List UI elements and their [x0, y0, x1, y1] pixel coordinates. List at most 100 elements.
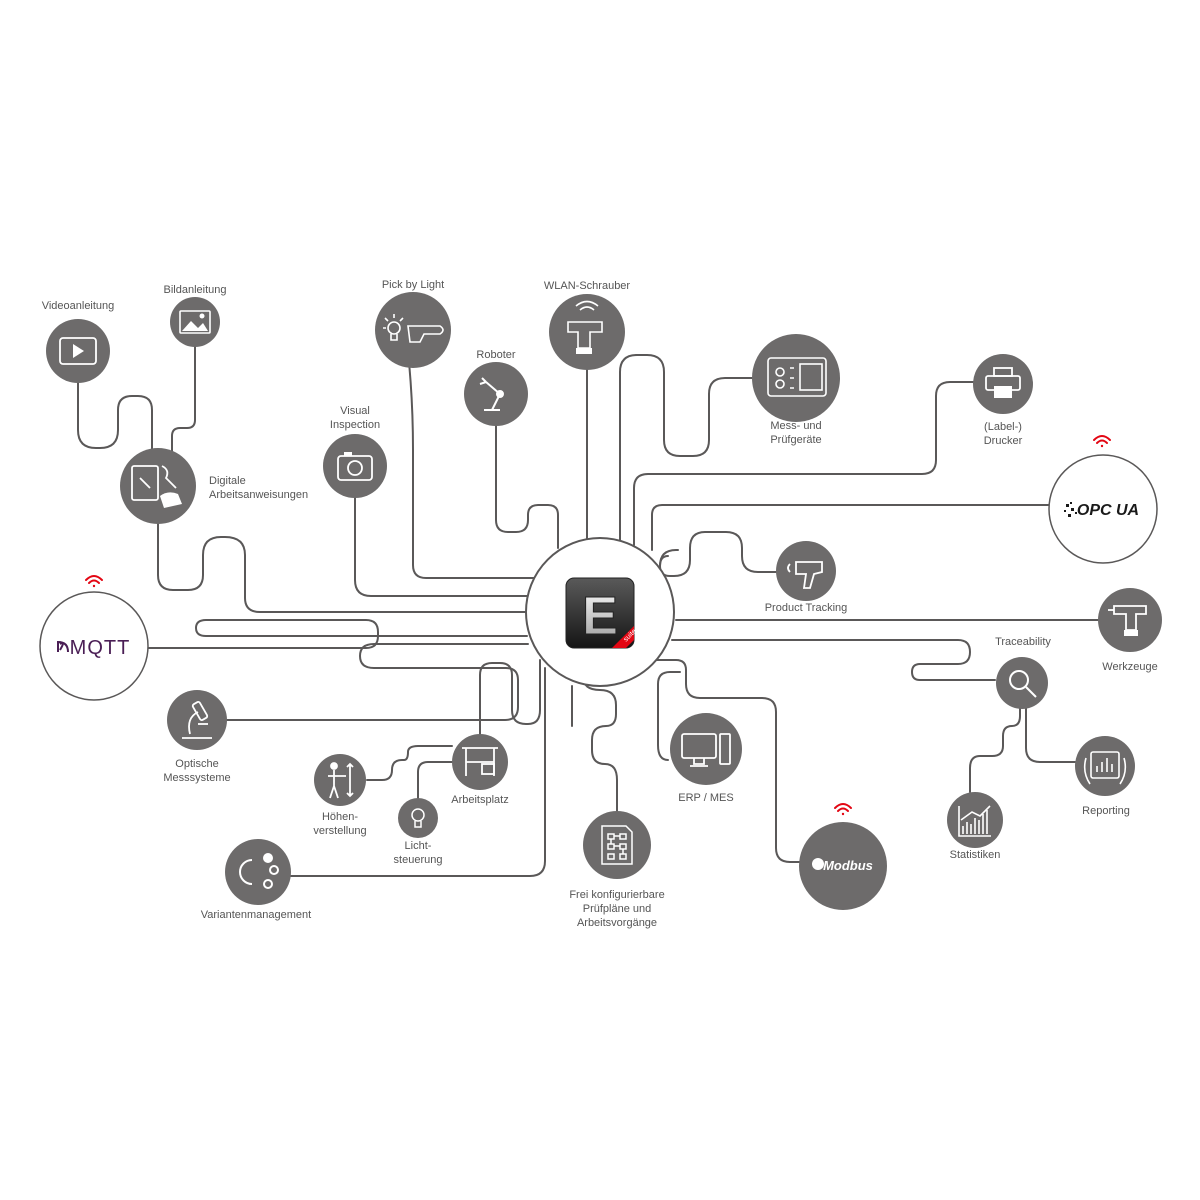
line-mess	[619, 354, 753, 543]
label-line: Arbeitsanweisungen	[209, 489, 309, 501]
label-line: Inspection	[329, 419, 381, 431]
node-drucker-circle	[973, 354, 1033, 414]
label-line: Traceability	[995, 636, 1051, 648]
label-roboter: Roboter	[446, 348, 546, 362]
label-product: Product Tracking	[746, 601, 866, 615]
wifi-drill-icon	[567, 300, 603, 354]
opcua-logo: OPC UA	[1077, 502, 1139, 519]
node-mess[interactable]	[752, 334, 840, 422]
label-reporting: Reporting	[1056, 804, 1156, 818]
line-modbus	[647, 659, 801, 863]
node-traceability[interactable]	[996, 657, 1048, 709]
node-erp[interactable]	[670, 713, 742, 785]
mqtt-circle	[39, 591, 149, 701]
robot-arm-icon	[479, 377, 504, 411]
line-visual	[354, 496, 533, 597]
node-reporting[interactable]	[1075, 736, 1135, 796]
opcua-wifi-icon	[1093, 435, 1111, 448]
label-line: Bildanleitung	[163, 284, 227, 296]
mqtt-node[interactable]: MQTT	[39, 575, 149, 701]
node-visual[interactable]	[323, 434, 387, 498]
label-pick: Pick by Light	[363, 278, 463, 292]
label-line: WLAN-Schrauber	[543, 280, 631, 292]
node-frei-circle	[583, 811, 651, 879]
node-wlan-circle	[549, 294, 625, 370]
central-hub[interactable]: E suite	[525, 537, 675, 687]
line-product-link	[659, 555, 669, 567]
line-videoanleitung	[77, 381, 153, 456]
node-varianten[interactable]	[225, 839, 291, 905]
label-videoanleitung: Videoanleitung	[28, 299, 128, 313]
opcua-circle	[1048, 454, 1158, 564]
line-roboter	[495, 424, 559, 549]
line-drucker	[633, 381, 976, 546]
modbus-node[interactable]: Modbus	[799, 803, 887, 910]
node-videoanleitung[interactable]	[46, 319, 110, 383]
camera-icon	[337, 452, 373, 481]
label-line: Frei konfigurierbare	[569, 889, 665, 901]
report-tablet-icon	[1083, 751, 1127, 785]
label-optische: Optische Messsysteme	[147, 757, 247, 785]
node-mess-circle	[752, 334, 840, 422]
modbus-circle	[799, 822, 887, 910]
opcua-node[interactable]: OPC UA	[1048, 435, 1158, 564]
node-product-circle	[776, 541, 836, 601]
node-werkzeuge[interactable]	[1098, 588, 1162, 652]
label-line: verstellung	[313, 825, 367, 837]
modbus-wifi-icon	[834, 803, 852, 816]
node-varianten-circle	[225, 839, 291, 905]
node-wlan[interactable]	[549, 294, 625, 370]
line-pick	[407, 351, 541, 579]
node-optische-circle	[167, 690, 227, 750]
label-wlan: WLAN-Schrauber	[527, 279, 647, 293]
node-frei[interactable]	[583, 811, 651, 879]
node-drucker[interactable]	[973, 354, 1033, 414]
hub-logo-letter: E	[582, 586, 618, 646]
label-visual: Visual Inspection	[305, 404, 405, 432]
label-frei: Frei konfigurierbare Prüfpläne und Arbei…	[552, 888, 682, 930]
mqtt-signal-icon	[57, 640, 69, 653]
image-icon	[179, 310, 211, 334]
label-hoehen: Höhen- verstellung	[290, 810, 390, 838]
node-licht-circle	[398, 798, 438, 838]
line-erp	[657, 671, 681, 761]
measuring-device-icon	[767, 357, 827, 397]
magnifier-icon	[1009, 670, 1037, 698]
node-hoehen-circle	[314, 754, 366, 806]
line-bildanleitung	[171, 345, 196, 453]
node-statistiken[interactable]	[947, 792, 1003, 848]
line-digitale	[157, 521, 529, 613]
label-line: (Label-)	[984, 421, 1022, 433]
label-line: Optische	[175, 758, 219, 770]
label-line: Mess- und	[770, 420, 822, 432]
line-licht	[417, 761, 453, 799]
connection-lines	[77, 345, 1099, 877]
node-optische[interactable]	[167, 690, 227, 750]
label-line: Visual	[340, 405, 370, 417]
label-line: Pick by Light	[381, 279, 445, 291]
hub-logo-tile	[565, 577, 635, 649]
line-statistiken	[969, 707, 1021, 793]
lightbulb-icon	[411, 808, 425, 828]
label-line: Arbeitsvorgänge	[576, 917, 658, 929]
node-werkzeuge-circle	[1098, 588, 1162, 652]
video-tablet-icon	[59, 337, 97, 365]
node-pick[interactable]	[375, 292, 451, 368]
node-digitale[interactable]	[120, 448, 196, 524]
mqtt-wifi-icon	[85, 575, 103, 588]
node-roboter[interactable]	[464, 362, 528, 426]
label-line: Product Tracking	[764, 602, 848, 614]
label-traceability: Traceability	[973, 635, 1073, 649]
scanner-icon	[787, 561, 823, 589]
node-product[interactable]	[776, 541, 836, 601]
variants-icon	[239, 853, 279, 889]
hub-logo-band	[612, 626, 634, 648]
label-line: Werkzeuge	[1102, 661, 1158, 673]
label-drucker: (Label-) Drucker	[953, 420, 1053, 448]
node-hoehen[interactable]	[314, 754, 366, 806]
node-arbeitsplatz[interactable]	[452, 734, 508, 790]
node-licht[interactable]	[398, 798, 438, 838]
node-bildanleitung[interactable]	[170, 297, 220, 347]
line-hoehen	[366, 745, 453, 781]
opcua-dots-icon	[1064, 502, 1077, 517]
